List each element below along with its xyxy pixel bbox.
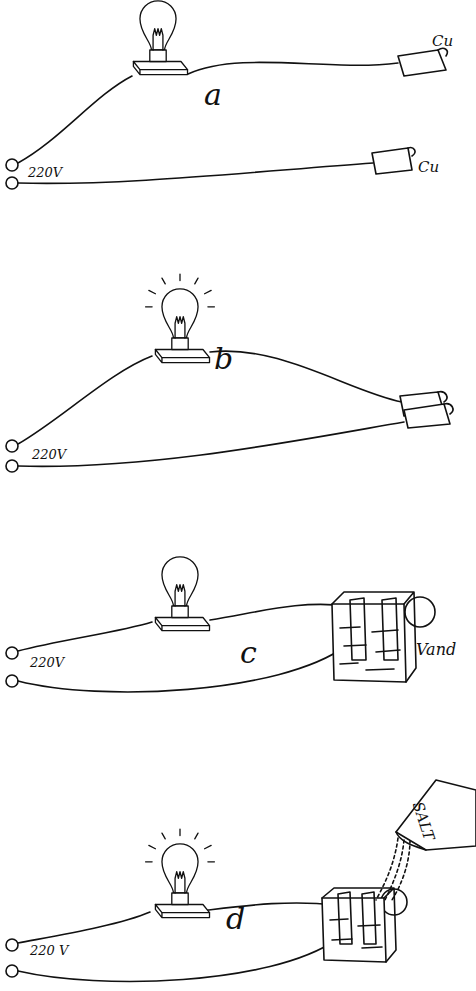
circuit-c — [6, 557, 435, 692]
voltage-label: 220V — [30, 656, 64, 669]
circuit-a — [6, 1, 447, 189]
liquid-label: Vand — [416, 642, 456, 658]
voltage-label: 220V — [32, 448, 66, 461]
circuit-b — [6, 274, 453, 472]
panel-letter: d — [226, 904, 245, 934]
voltage-label: 220 V — [30, 944, 68, 957]
electrode-label: Cu — [432, 34, 453, 49]
voltage-label: 220V — [28, 166, 62, 179]
panel-letter: b — [214, 344, 233, 374]
electrode-label: Cu — [418, 160, 439, 175]
panel-letter: c — [240, 638, 257, 668]
panel-letter: a — [204, 80, 222, 110]
circuit-d — [6, 780, 476, 981]
